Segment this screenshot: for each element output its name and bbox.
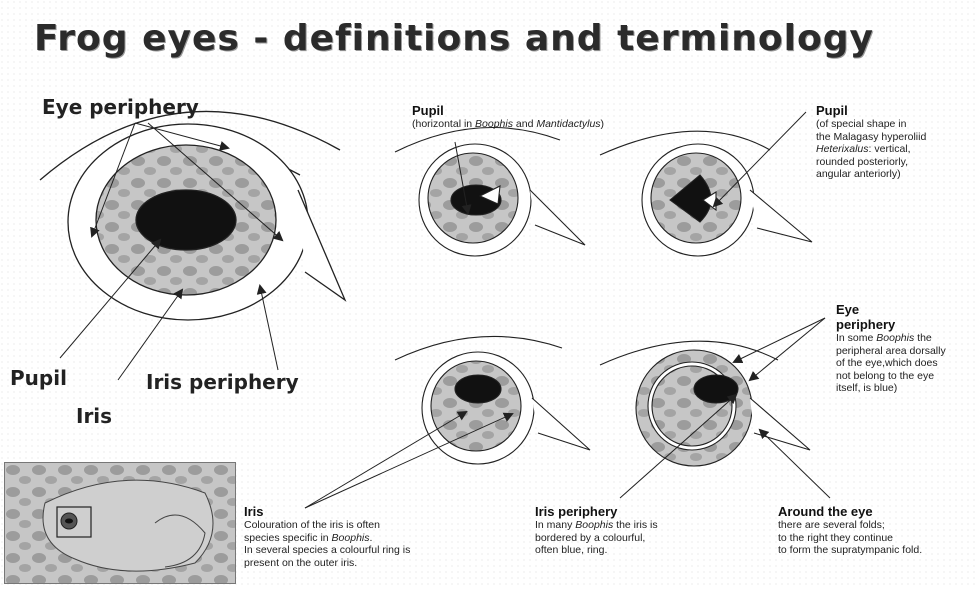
label-pupil: Pupil: [10, 366, 67, 390]
note-around-eye: Around the eye there are several folds; …: [778, 504, 978, 557]
page-title: Frog eyes - definitions and terminology: [34, 18, 874, 59]
label-eye-periphery: Eye periphery: [42, 95, 199, 119]
note-iris-periphery: Iris periphery In many Boophis the iris …: [535, 504, 725, 557]
label-iris: Iris: [76, 404, 112, 428]
note-pupil-special: Pupil (of special shape in the Malagasy …: [816, 103, 976, 181]
note-heading: Iris: [244, 504, 484, 519]
note-text: Colouration of the iris is often species…: [244, 519, 484, 569]
note-heading-line-2: periphery: [836, 317, 978, 332]
main-pupil: [136, 190, 236, 250]
note-heading: Iris periphery: [535, 504, 725, 519]
note-heading-line-1: Eye: [836, 302, 978, 317]
note-iris: Iris Colouration of the iris is often sp…: [244, 504, 484, 569]
note-text: In some Boophis the peripheral area dors…: [836, 332, 978, 395]
frog-photo-drawing: [5, 463, 235, 583]
label-iris-periphery: Iris periphery: [146, 370, 299, 394]
note-text: In many Boophis the iris is bordered by …: [535, 519, 725, 557]
eye3-pupil: [455, 375, 501, 403]
note-heading: Around the eye: [778, 504, 978, 519]
note-text: (of special shape in the Malagasy hypero…: [816, 118, 976, 181]
note-pupil-horizontal: Pupil (horizontal in Boophis and Mantida…: [412, 103, 604, 131]
note-heading: Pupil: [412, 103, 604, 118]
note-text: (horizontal in Boophis and Mantidactylus…: [412, 118, 604, 131]
frog-photo: [4, 462, 236, 584]
note-text: there are several folds; to the right th…: [778, 519, 978, 557]
note-eye-periphery: Eye periphery In some Boophis the periph…: [836, 302, 978, 395]
note-heading: Pupil: [816, 103, 976, 118]
frog-pupil: [65, 519, 73, 524]
